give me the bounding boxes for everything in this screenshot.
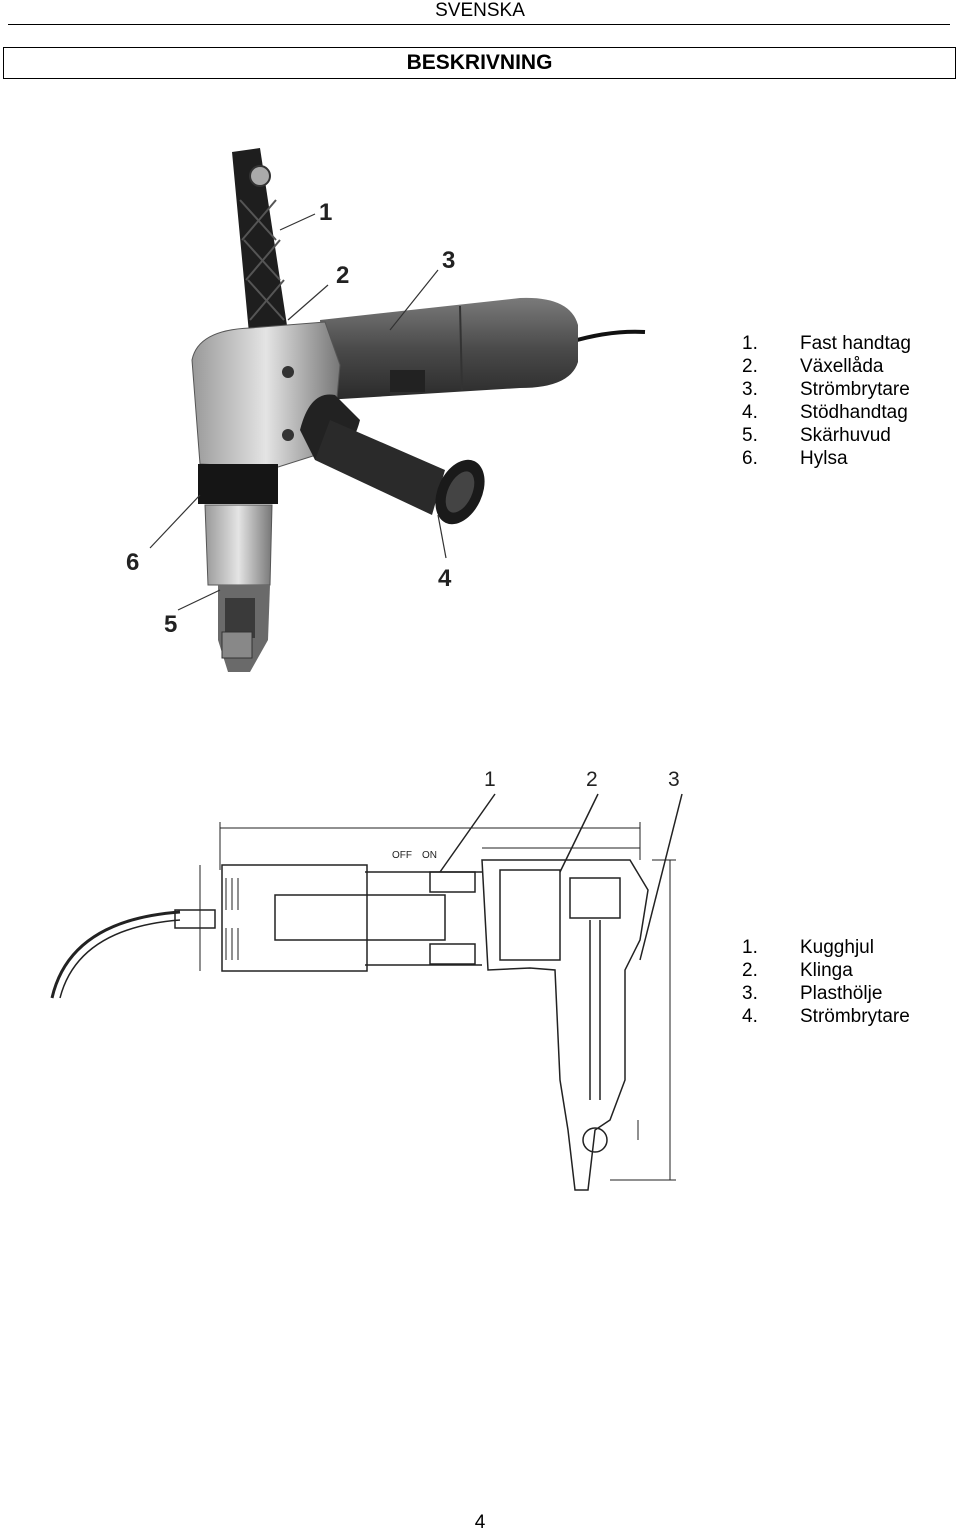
photo-legend: 1. Fast handtag 2. Växellåda 3. Strömbry…: [742, 332, 911, 470]
legend-number: 3.: [742, 983, 758, 1004]
header-language: SVENSKA: [435, 0, 525, 21]
legend-label: Växellåda: [800, 356, 884, 377]
legend-number: 2.: [742, 356, 758, 377]
legend-label: Kugghjul: [800, 937, 874, 958]
switch-on-label: ON: [422, 850, 437, 861]
legend-label: Stödhandtag: [800, 402, 908, 423]
photo-callout-4: 4: [438, 565, 452, 592]
legend-label: Fast handtag: [800, 333, 911, 354]
drawing-legend: 1. Kugghjul 2. Klinga 3. Plasthölje 4. S…: [742, 936, 910, 1028]
switch-off-label: OFF: [392, 850, 412, 861]
drawing-callout-3: 3: [668, 768, 680, 791]
photo-callout-6: 6: [126, 549, 139, 576]
legend-label: Klinga: [800, 960, 853, 981]
legend-item: 5. Skärhuvud: [742, 424, 911, 447]
legend-label: Skärhuvud: [800, 425, 891, 446]
photo-callout-1: 1: [319, 199, 332, 226]
legend-item: 1. Fast handtag: [742, 332, 911, 355]
legend-number: 4.: [742, 1006, 758, 1027]
legend-number: 6.: [742, 448, 758, 469]
legend-label: Strömbrytare: [800, 1006, 910, 1027]
drawing-callout-1: 1: [484, 768, 496, 791]
legend-number: 2.: [742, 960, 758, 981]
legend-item: 3. Plasthölje: [742, 982, 910, 1005]
legend-item: 2. Klinga: [742, 959, 910, 982]
legend-label: Hylsa: [800, 448, 848, 469]
cross-section-drawing: OFF ON 1 2 3: [50, 768, 683, 1191]
legend-number: 1.: [742, 333, 758, 354]
legend-number: 4.: [742, 402, 758, 423]
legend-item: 4. Stödhandtag: [742, 401, 911, 424]
legend-item: 6. Hylsa: [742, 447, 911, 470]
legend-number: 5.: [742, 425, 758, 446]
page-number: 4: [474, 1512, 486, 1533]
drawing-callout-2: 2: [586, 768, 598, 791]
header-rule: [8, 24, 950, 25]
legend-item: 1. Kugghjul: [742, 936, 910, 959]
legend-item: 3. Strömbrytare: [742, 378, 911, 401]
section-title: BESKRIVNING: [3, 47, 956, 79]
legend-item: 2. Växellåda: [742, 355, 911, 378]
legend-label: Strömbrytare: [800, 379, 910, 400]
legend-number: 3.: [742, 379, 758, 400]
photo-callout-5: 5: [164, 611, 177, 638]
legend-item: 4. Strömbrytare: [742, 1005, 910, 1028]
legend-label: Plasthölje: [800, 983, 883, 1004]
nibbler-photo-figure: 1 2 3 4 5 6: [126, 148, 646, 672]
photo-callout-3: 3: [442, 247, 455, 274]
photo-callout-2: 2: [336, 262, 349, 289]
legend-number: 1.: [742, 937, 758, 958]
